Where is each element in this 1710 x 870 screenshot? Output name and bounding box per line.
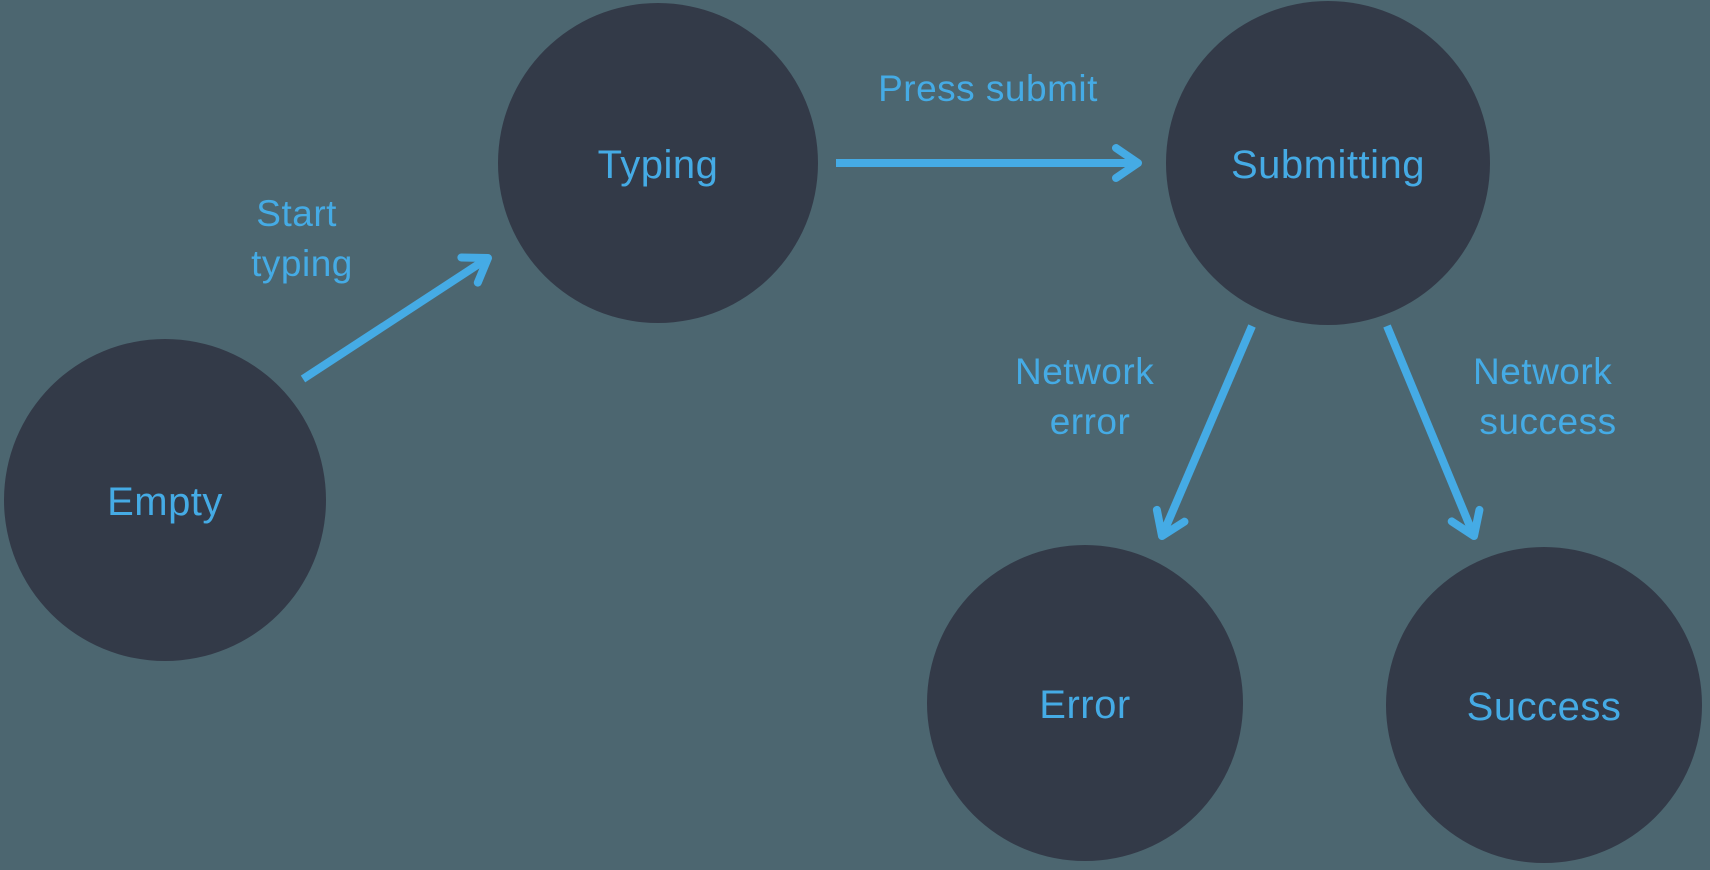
- edge-label-network-error: Network error: [1015, 351, 1165, 442]
- arrow-line: [1383, 324, 1484, 540]
- state-node-error: Error: [927, 545, 1243, 861]
- node-label-empty: Empty: [107, 480, 223, 524]
- state-circle: [4, 339, 326, 661]
- edge-empty-to-typing: Start typing: [251, 193, 492, 383]
- edge-typing-to-submitting: Press submit: [836, 68, 1142, 182]
- edge-submitting-to-success: Network success: [1383, 324, 1623, 540]
- edge-label-line: typing: [251, 243, 353, 284]
- edge-label-line: success: [1479, 401, 1616, 442]
- node-label-submitting: Submitting: [1231, 143, 1425, 187]
- state-circle: [1386, 547, 1702, 863]
- arrow-line: [300, 253, 492, 383]
- state-circle: [498, 3, 818, 323]
- state-node-typing: Typing: [498, 3, 818, 323]
- state-circle: [1166, 1, 1490, 325]
- edge-label-press-submit: Press submit: [878, 68, 1098, 109]
- state-node-empty: Empty: [4, 339, 326, 661]
- edge-label-line: Network: [1015, 351, 1154, 392]
- node-label-success: Success: [1467, 685, 1622, 729]
- state-circle: [927, 545, 1243, 861]
- edge-label-start-typing: Start typing: [251, 193, 353, 284]
- state-node-success: Success: [1386, 547, 1702, 863]
- edge-label-line: error: [1050, 401, 1131, 442]
- edge-label-line: Network: [1473, 351, 1612, 392]
- edge-label-line: Start: [256, 193, 337, 234]
- node-label-typing: Typing: [598, 143, 719, 187]
- state-node-submitting: Submitting: [1166, 1, 1490, 325]
- node-label-error: Error: [1039, 683, 1130, 727]
- edge-label-network-success: Network success: [1473, 351, 1623, 442]
- edge-submitting-to-error: Network error: [1015, 324, 1256, 540]
- arrow-line: [1152, 324, 1256, 540]
